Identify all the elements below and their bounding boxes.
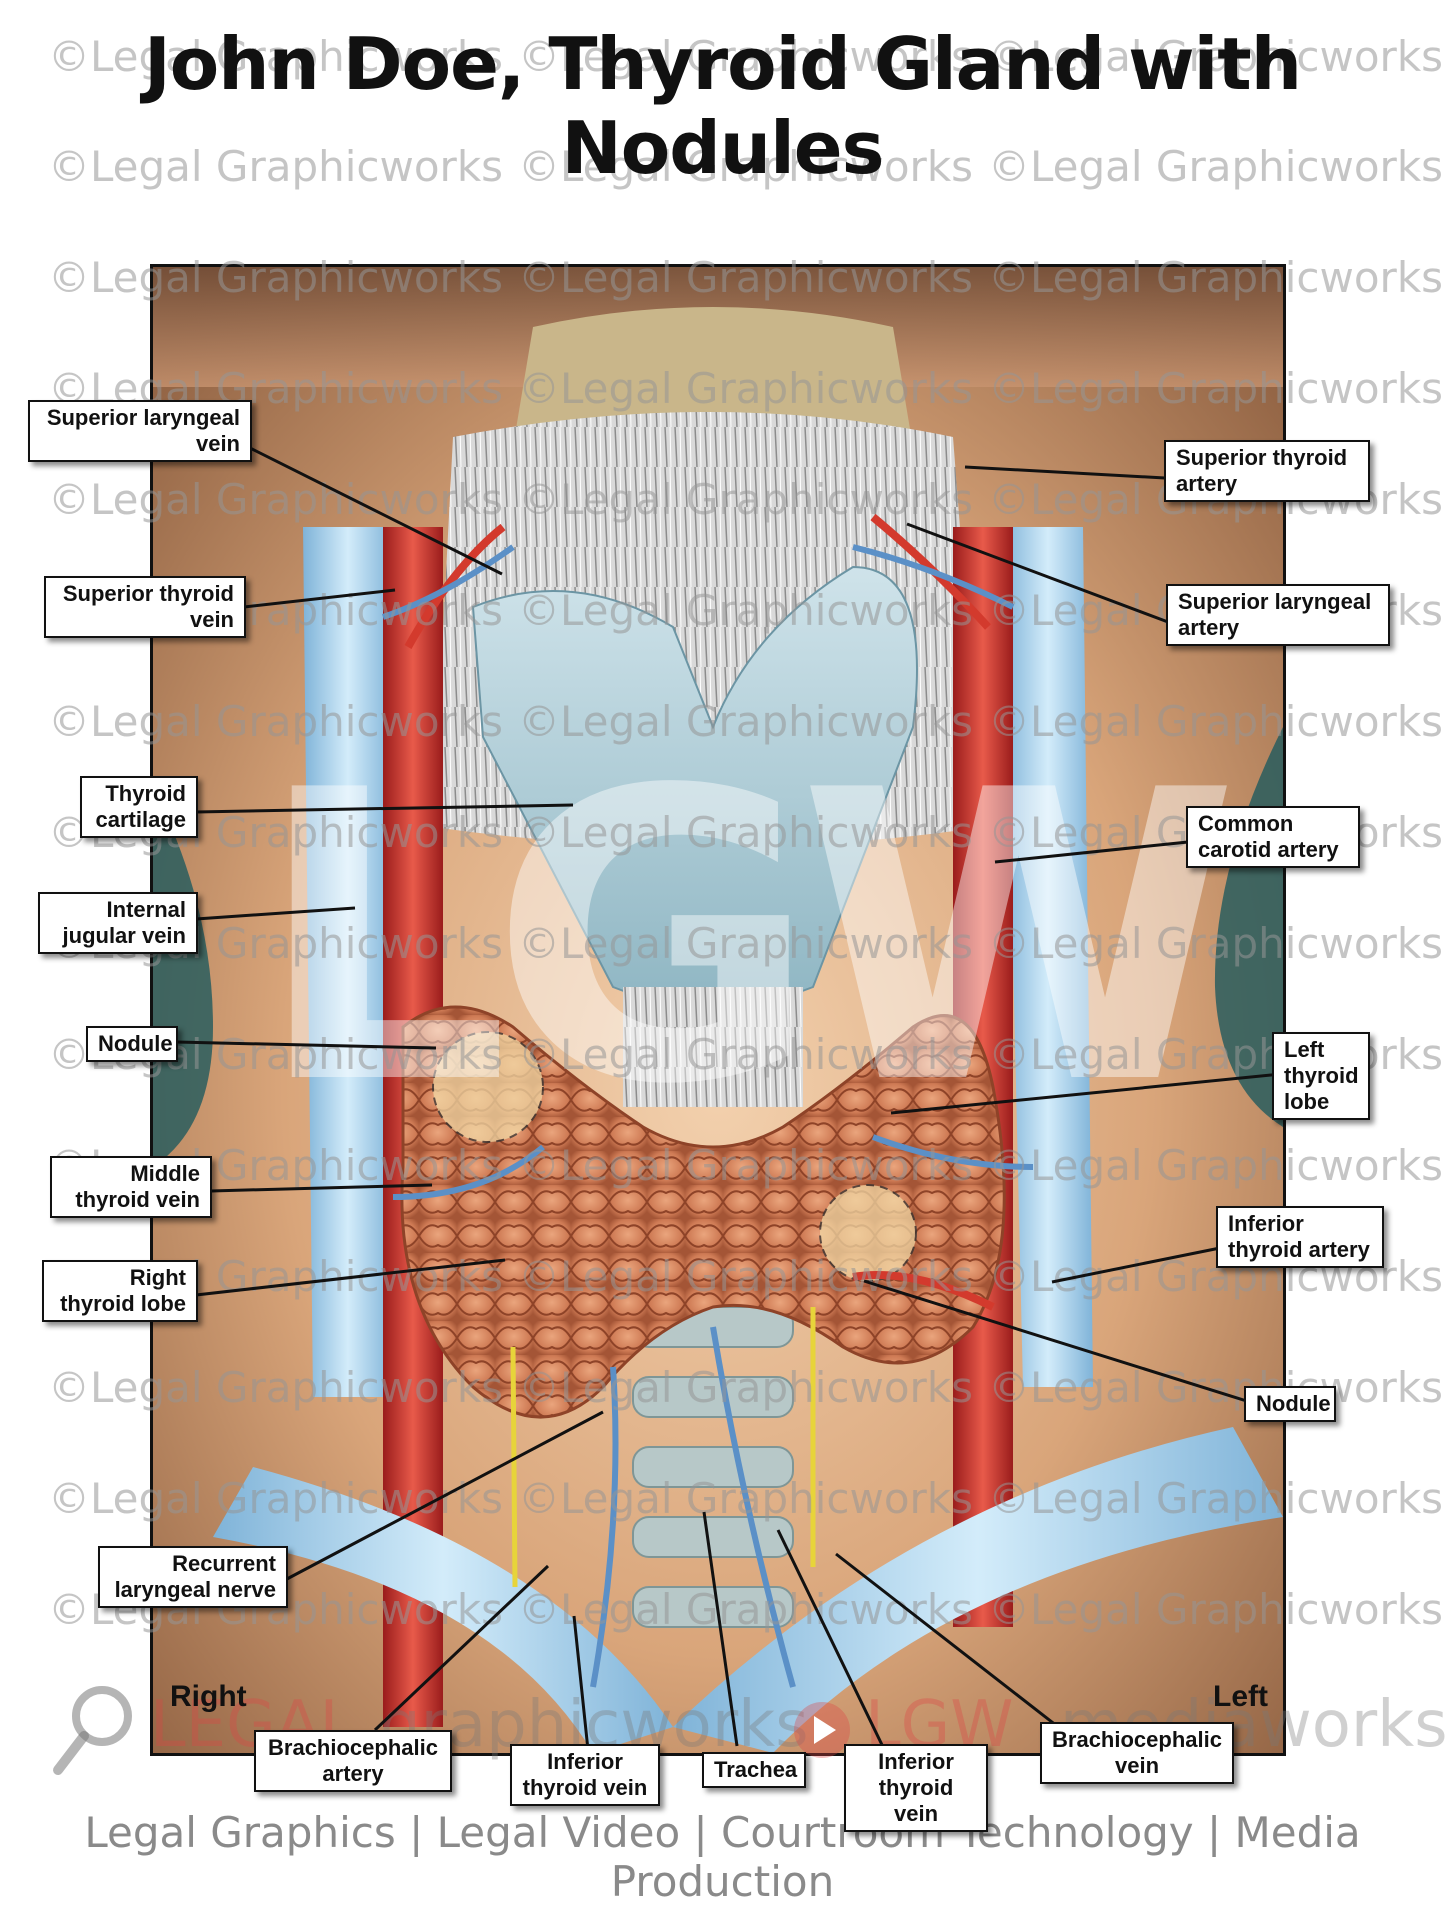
label-line: Superior laryngeal — [46, 405, 240, 430]
label-line: Nodule — [98, 1031, 173, 1056]
orientation-right-label: Right — [170, 1680, 247, 1713]
label-nodule-left: Nodule — [1244, 1386, 1336, 1422]
label-line: Right — [129, 1265, 186, 1290]
label-line: Common — [1198, 811, 1294, 836]
label-right-thyroid-lobe: Right thyroid lobe — [42, 1260, 198, 1322]
label-superior-laryngeal-vein: Superior laryngeal vein — [28, 400, 252, 462]
label-superior-thyroid-artery: Superior thyroid artery — [1164, 440, 1370, 502]
label-inferior-thyroid-artery: Inferior thyroid artery — [1216, 1206, 1384, 1268]
label-line: Left — [1284, 1037, 1325, 1062]
label-left-thyroid-lobe: Left thyroid lobe — [1272, 1032, 1370, 1120]
label-line: thyroid vein — [522, 1775, 648, 1800]
label-line: Superior thyroid — [1176, 445, 1348, 470]
label-line: thyroid artery — [1228, 1237, 1370, 1262]
lgw-center-watermark: LGW — [255, 707, 1239, 1172]
label-nodule-right: Nodule — [86, 1026, 178, 1062]
label-brachiocephalic-artery: Brachiocephalic artery — [254, 1730, 452, 1792]
label-line: thyroid lobe — [60, 1291, 186, 1316]
label-line: jugular vein — [62, 923, 186, 948]
label-line: vein — [189, 607, 234, 632]
label-line: carotid artery — [1198, 837, 1339, 862]
label-line: thyroid vein — [75, 1187, 200, 1212]
label-line: Inferior — [547, 1749, 623, 1774]
label-line: vein — [1114, 1753, 1160, 1778]
label-line: Superior laryngeal — [1178, 589, 1372, 614]
label-line: Thyroid — [105, 781, 186, 806]
label-line: Inferior — [1228, 1211, 1304, 1236]
label-line: artery — [1178, 615, 1240, 640]
label-line: Middle — [130, 1161, 200, 1186]
label-line: Brachiocephalic — [1052, 1727, 1222, 1752]
label-line: Internal — [106, 897, 186, 922]
label-common-carotid-artery: Common carotid artery — [1186, 806, 1360, 868]
label-trachea: Trachea — [702, 1752, 806, 1788]
label-line: Inferior — [878, 1749, 954, 1774]
label-line: cartilage — [95, 807, 187, 832]
label-line: thyroid — [1284, 1063, 1359, 1088]
orientation-left-label: Left — [1213, 1680, 1268, 1713]
label-line: Nodule — [1256, 1391, 1331, 1416]
label-line: laryngeal nerve — [114, 1577, 276, 1602]
label-line: Superior thyroid — [62, 581, 234, 606]
thyroid-anatomy-drawing — [153, 267, 1283, 1753]
play-icon — [794, 1702, 850, 1758]
label-line: Trachea — [714, 1757, 798, 1782]
label-superior-laryngeal-artery: Superior laryngeal artery — [1166, 584, 1390, 646]
label-line: artery — [1176, 471, 1238, 496]
label-line: vein — [195, 431, 240, 456]
label-superior-thyroid-vein: Superior thyroid vein — [44, 576, 246, 638]
label-line: lobe — [1284, 1089, 1330, 1114]
magnifier-icon — [53, 1686, 132, 1775]
label-line: Brachiocephalic — [268, 1735, 438, 1760]
label-inferior-thyroid-vein-left: Inferior thyroid vein — [844, 1744, 988, 1832]
label-line: thyroid vein — [878, 1775, 954, 1826]
anatomy-illustration — [150, 264, 1286, 1756]
label-line: artery — [322, 1761, 384, 1786]
label-inferior-thyroid-vein-right: Inferior thyroid vein — [510, 1744, 660, 1806]
label-recurrent-laryngeal-nerve: Recurrent laryngeal nerve — [98, 1546, 288, 1608]
label-thyroid-cartilage: Thyroid cartilage — [80, 776, 198, 838]
page-title: John Doe, Thyroid Gland with Nodules — [144, 22, 1302, 190]
label-internal-jugular-vein: Internal jugular vein — [38, 892, 198, 954]
footer-tagline: Legal Graphics | Legal Video | Courtroom… — [84, 1808, 1361, 1906]
label-middle-thyroid-vein: Middle thyroid vein — [50, 1156, 212, 1218]
label-line: Recurrent — [172, 1551, 276, 1576]
label-brachiocephalic-vein: Brachiocephalic vein — [1040, 1722, 1234, 1784]
